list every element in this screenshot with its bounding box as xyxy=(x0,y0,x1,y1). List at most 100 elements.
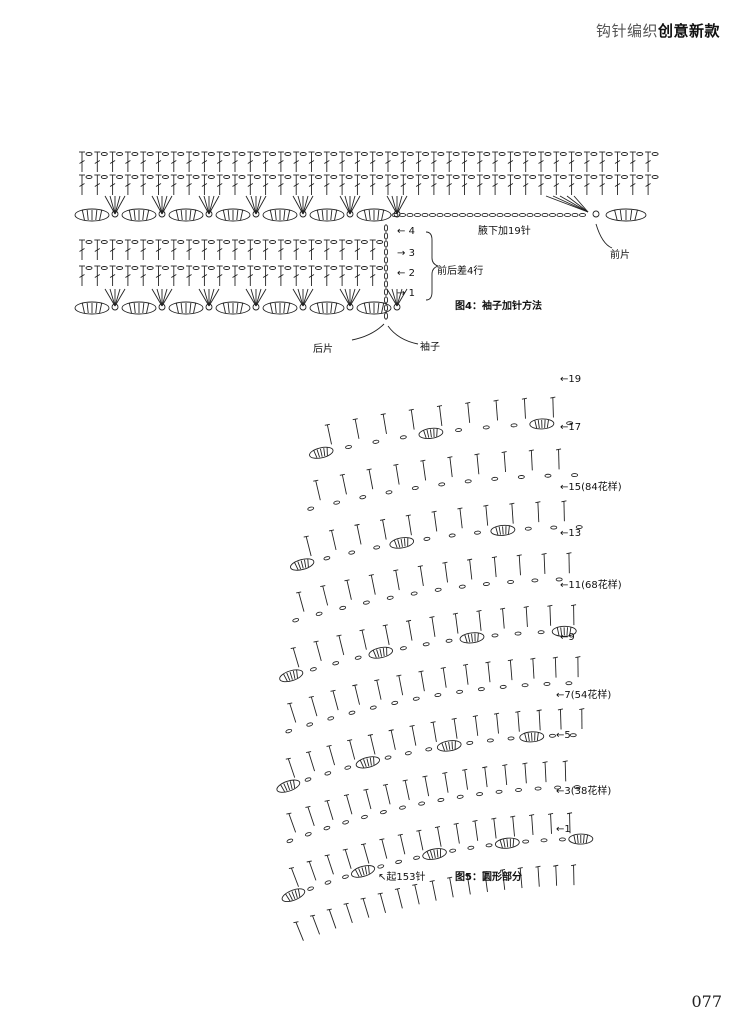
chain-stitch xyxy=(399,212,406,218)
treble-stitch xyxy=(493,557,497,578)
chain-stitch xyxy=(531,578,539,583)
popcorn-shell xyxy=(386,647,388,656)
chain-stitch xyxy=(116,240,124,244)
chain-stitch xyxy=(515,787,522,792)
popcorn-shell xyxy=(436,428,438,437)
treble-stitch xyxy=(509,502,515,505)
popcorn-shell xyxy=(146,209,150,221)
treble-stitch xyxy=(447,876,453,879)
slip-stitch xyxy=(393,303,401,311)
chain-stitch xyxy=(85,175,93,179)
popcorn-shell xyxy=(355,756,381,769)
treble-stitch xyxy=(516,554,522,557)
popcorn-shell xyxy=(95,209,98,221)
treble-stitch xyxy=(262,183,269,187)
chain-stitch xyxy=(146,240,154,244)
treble-stitch xyxy=(201,160,208,164)
treble-stitch xyxy=(384,625,390,645)
treble-stitch xyxy=(369,248,376,252)
chain-stitch xyxy=(177,240,185,244)
popcorn-shell xyxy=(441,742,445,751)
treble-stitch xyxy=(492,160,498,164)
treble-stitch xyxy=(262,248,269,252)
popcorn-shell xyxy=(180,209,183,221)
chain-stitch xyxy=(579,212,586,218)
treble-stitch xyxy=(544,762,547,783)
chain-stitch xyxy=(504,212,511,218)
treble-stitch xyxy=(363,844,370,864)
popcorn-shell xyxy=(471,633,473,642)
treble-stitch xyxy=(171,248,177,252)
popcorn-shell xyxy=(309,301,345,315)
treble-stitch xyxy=(292,647,300,668)
chain-stitch xyxy=(376,266,384,270)
popcorn-shell xyxy=(546,419,549,428)
popcorn-shell xyxy=(292,670,296,679)
treble-stitch xyxy=(382,624,388,627)
treble-stitch xyxy=(354,160,361,164)
fan-stitch xyxy=(396,288,408,307)
treble-stitch xyxy=(431,880,437,901)
chain-stitch xyxy=(489,212,496,218)
chain-stitch xyxy=(466,212,474,218)
chain-stitch xyxy=(448,533,456,538)
chain-stitch xyxy=(406,212,414,218)
treble-stitch xyxy=(525,606,528,627)
treble-stitch xyxy=(262,274,269,278)
fan-stitch xyxy=(250,288,257,307)
treble-stitch xyxy=(417,565,423,568)
popcorn-shell xyxy=(529,418,555,430)
chain-stitch xyxy=(422,642,430,647)
start-stitch-count: 起153针 xyxy=(386,872,426,883)
chain-stitch xyxy=(511,212,519,218)
chain-stitch xyxy=(192,266,200,270)
popcorn-shell xyxy=(86,209,89,221)
treble-stitch xyxy=(374,679,380,682)
treble-stitch xyxy=(79,274,85,278)
chain-stitch xyxy=(315,266,322,270)
popcorn-shell xyxy=(283,673,288,682)
chain-stitch xyxy=(377,864,385,869)
treble-stitch xyxy=(296,591,302,594)
chain-stitch xyxy=(363,600,370,605)
treble-stitch xyxy=(518,555,521,576)
treble-stitch xyxy=(553,183,560,187)
circular-part-chart xyxy=(276,396,594,941)
popcorn-shell xyxy=(297,888,301,898)
chain-stitch xyxy=(192,240,200,244)
chain-stitch xyxy=(513,152,521,156)
treble-stitch xyxy=(295,921,304,941)
chain-stitch xyxy=(482,425,490,430)
treble-stitch xyxy=(547,812,554,815)
popcorn-shell xyxy=(490,524,516,536)
fan-stitch xyxy=(208,288,220,307)
popcorn-shell xyxy=(276,779,301,793)
treble-stitch xyxy=(412,883,418,886)
popcorn-shell xyxy=(215,301,251,315)
chain-stitch xyxy=(299,152,307,156)
fig5-row-19: ←19 xyxy=(560,374,582,385)
popcorn-shell xyxy=(323,448,326,457)
chain-stitch xyxy=(342,874,349,879)
chain-stitch xyxy=(376,240,384,244)
sleeve-increase-chart xyxy=(74,151,659,345)
fan-stitch xyxy=(349,288,361,307)
chain-stitch xyxy=(369,705,377,710)
chain-stitch xyxy=(434,587,442,592)
treble-stitch xyxy=(645,160,651,164)
treble-stitch xyxy=(422,460,427,481)
popcorn-shell xyxy=(605,208,647,222)
treble-stitch xyxy=(354,183,361,187)
treble-stitch xyxy=(559,709,562,730)
popcorn-shell xyxy=(495,526,499,535)
treble-stitch xyxy=(385,784,391,805)
chain-stitch xyxy=(418,801,426,806)
treble-stitch xyxy=(454,613,459,634)
chain-stitch xyxy=(549,212,556,218)
popcorn-shell xyxy=(502,526,504,535)
treble-stitch xyxy=(502,764,508,767)
treble-stitch xyxy=(307,806,315,827)
chain-stitch xyxy=(299,266,307,270)
treble-stitch xyxy=(380,413,386,416)
treble-stitch xyxy=(326,424,332,445)
